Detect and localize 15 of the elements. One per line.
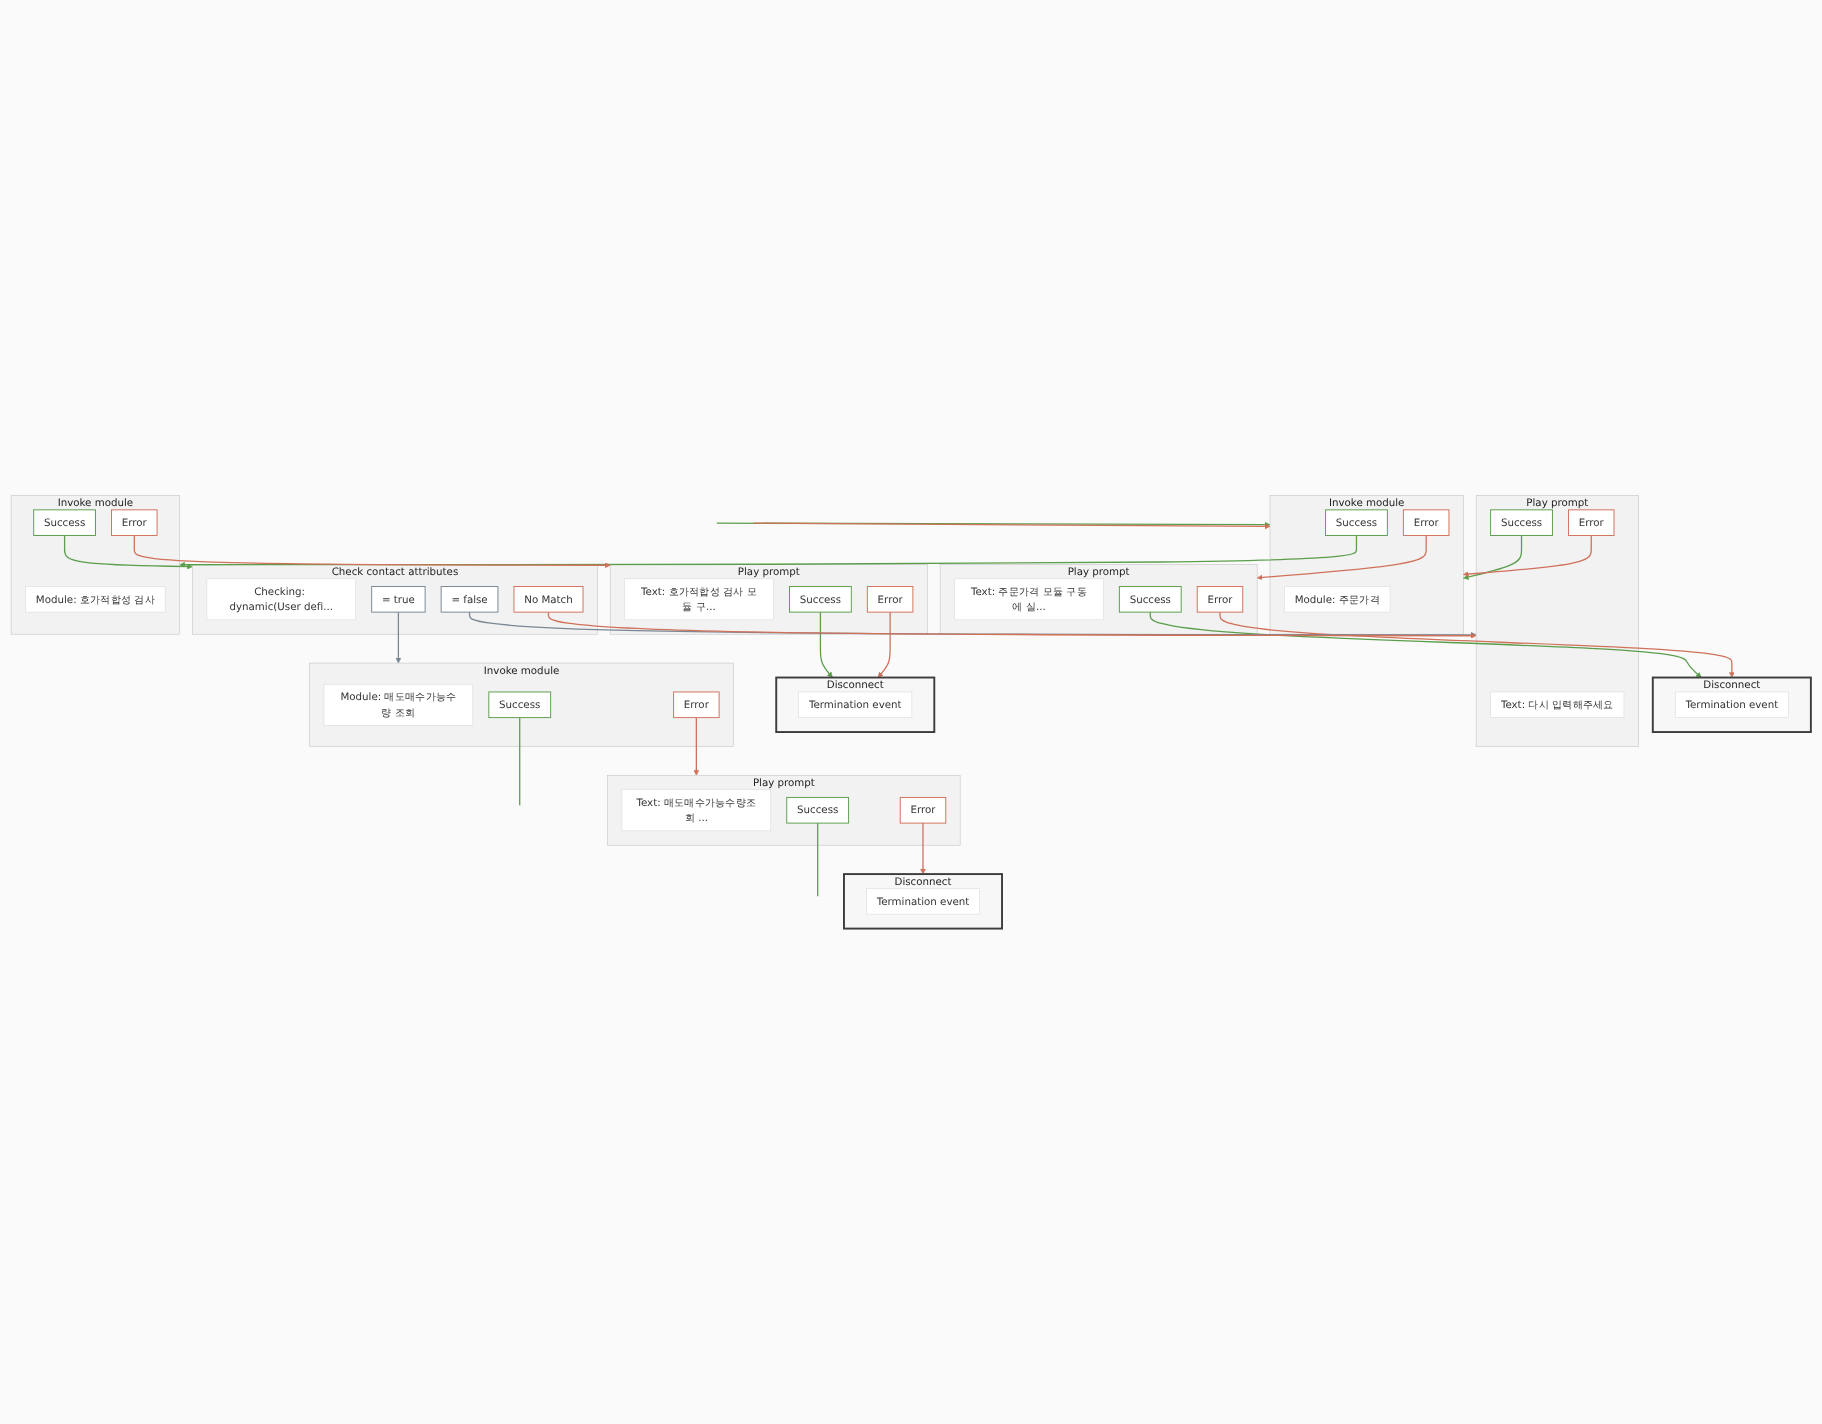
- arrow: [1149, 611, 1702, 678]
- arrow: [920, 822, 926, 875]
- connector-line: [817, 822, 819, 897]
- arrow: [877, 611, 891, 678]
- arrow: [395, 611, 402, 664]
- arrow: [819, 611, 833, 678]
- arrow: [752, 522, 1271, 530]
- arrow: [1219, 611, 1735, 678]
- arrow: [1256, 534, 1427, 581]
- arrow: [133, 534, 611, 569]
- arrow: [1463, 534, 1592, 577]
- connector-line: [519, 716, 521, 806]
- arrow: [63, 534, 193, 570]
- arrow: [693, 716, 700, 776]
- arrow: [1463, 534, 1523, 580]
